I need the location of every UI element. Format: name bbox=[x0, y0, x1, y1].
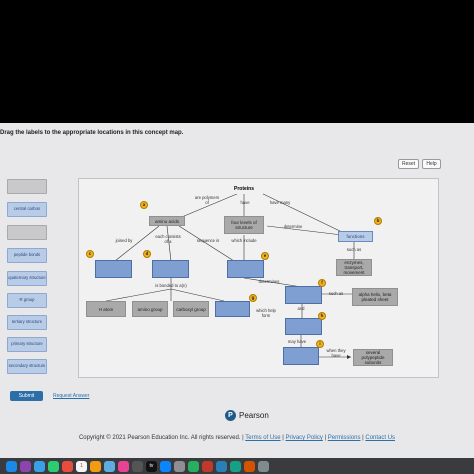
link-such-as-2: such as bbox=[328, 291, 344, 296]
node-h-atom: H atom bbox=[86, 301, 126, 317]
node-enzymes-transport-movement: enzymes, transport, movement bbox=[336, 259, 372, 276]
badge-c: c bbox=[86, 250, 94, 258]
link-sequence-is: sequence is bbox=[196, 238, 220, 243]
label-peptide-bonds[interactable]: peptide bonds bbox=[7, 248, 47, 263]
news-icon[interactable] bbox=[202, 460, 213, 472]
privacy-link[interactable]: Privacy Policy bbox=[285, 435, 323, 441]
word-icon[interactable] bbox=[216, 460, 227, 472]
contact-link[interactable]: Contact Us bbox=[365, 435, 396, 441]
powerpoint-icon[interactable] bbox=[244, 460, 255, 472]
notes-icon[interactable] bbox=[90, 460, 101, 472]
link-when-they-have: when they have bbox=[326, 348, 346, 358]
badge-d: d bbox=[143, 250, 151, 258]
label-r-group[interactable]: R group bbox=[7, 293, 47, 308]
request-answer-link[interactable]: Request Answer bbox=[53, 393, 90, 399]
terms-link[interactable]: Terms of Use bbox=[245, 435, 281, 441]
excel-icon[interactable] bbox=[230, 460, 241, 472]
submit-button[interactable]: Submit bbox=[10, 391, 43, 401]
link-is-bonded-to: is bonded to a(n) bbox=[155, 283, 187, 288]
link-determines: determines bbox=[258, 279, 280, 284]
link-determine: determine bbox=[283, 224, 303, 229]
label-primary-structure[interactable]: primary structure bbox=[7, 337, 47, 352]
node-several-polypeptide-subunits: several polypeptide subunits bbox=[353, 349, 393, 366]
settings-icon[interactable] bbox=[174, 460, 185, 472]
badge-i: i bbox=[316, 340, 324, 348]
launchpad-icon[interactable] bbox=[20, 460, 31, 472]
facetime-icon[interactable] bbox=[188, 460, 199, 472]
label-quaternary-structure[interactable]: quaternary structure bbox=[7, 271, 47, 286]
instruction-text: Drag the labels to the appropriate locat… bbox=[0, 130, 184, 136]
drop-target-d[interactable] bbox=[152, 260, 189, 278]
footer-copyright: Copyright © 2021 Pearson Education Inc. … bbox=[78, 435, 241, 441]
drop-target-f[interactable] bbox=[285, 286, 322, 304]
node-amino-group: amino group bbox=[132, 301, 168, 317]
drop-target-e[interactable] bbox=[227, 260, 264, 278]
badge-b: b bbox=[374, 217, 382, 225]
label-secondary-structure[interactable]: secondary structure bbox=[7, 359, 47, 374]
badge-f: f bbox=[318, 279, 326, 287]
badge-g: g bbox=[249, 294, 257, 302]
macos-dock: 1 tv bbox=[0, 458, 474, 474]
label-central-carbon[interactable]: central carbon bbox=[7, 202, 47, 217]
link-have: have bbox=[240, 200, 250, 205]
link-may-have: may have bbox=[287, 339, 307, 344]
drop-target-h[interactable] bbox=[285, 318, 322, 335]
link-have-many: have many bbox=[269, 200, 291, 205]
node-amino-acids: amino acids bbox=[149, 216, 185, 226]
node-alpha-helix-beta-pleated-sheet: alpha helix, beta pleated sheet bbox=[352, 288, 398, 306]
link-which-help-form: which help form bbox=[256, 308, 276, 318]
node-functions: functions bbox=[338, 231, 373, 242]
link-are-polymers-of: are polymers of bbox=[194, 195, 220, 205]
label-slot-empty[interactable] bbox=[7, 225, 47, 240]
badge-a: a bbox=[140, 201, 148, 209]
footer: Copyright © 2021 Pearson Education Inc. … bbox=[78, 435, 396, 441]
permissions-link[interactable]: Permissions bbox=[327, 435, 361, 441]
finder-icon[interactable] bbox=[6, 460, 17, 472]
app-screen: Drag the labels to the appropriate locat… bbox=[0, 123, 474, 458]
drop-target-c[interactable] bbox=[95, 260, 132, 278]
help-button[interactable]: Help bbox=[422, 159, 441, 169]
drop-target-g[interactable] bbox=[215, 301, 250, 317]
label-slot-empty[interactable] bbox=[7, 179, 47, 194]
music-icon[interactable] bbox=[118, 460, 129, 472]
pearson-logo: P Pearson bbox=[225, 410, 269, 421]
link-and: and bbox=[297, 306, 305, 311]
link-such-as-1: such as bbox=[346, 247, 362, 252]
calendar-icon[interactable]: 1 bbox=[76, 460, 87, 472]
trash-icon[interactable] bbox=[258, 460, 269, 472]
app-store-icon[interactable] bbox=[160, 460, 171, 472]
pearson-wordmark: Pearson bbox=[239, 411, 269, 420]
pearson-p-icon: P bbox=[225, 410, 236, 421]
node-proteins: Proteins bbox=[225, 185, 263, 194]
badge-h: h bbox=[318, 312, 326, 320]
photos-icon[interactable] bbox=[62, 460, 73, 472]
drop-target-i[interactable] bbox=[283, 347, 319, 365]
maps-icon[interactable] bbox=[104, 460, 115, 472]
tv-icon[interactable]: tv bbox=[146, 460, 157, 472]
link-each-consists-of-a: each consists of a bbox=[155, 234, 181, 244]
node-four-levels-of-structure: four levels of structure bbox=[224, 216, 264, 234]
concept-map: Proteins are polymers of have have many … bbox=[78, 178, 439, 378]
label-tertiary-structure[interactable]: tertiary structure bbox=[7, 315, 47, 330]
link-which-include: which include bbox=[231, 238, 257, 243]
reset-button[interactable]: Reset bbox=[398, 159, 419, 169]
badge-e: e bbox=[261, 252, 269, 260]
link-joined-by: joined by bbox=[115, 238, 133, 243]
podcasts-icon[interactable] bbox=[132, 460, 143, 472]
node-carboxyl-group: carboxyl group bbox=[173, 301, 209, 317]
safari-icon[interactable] bbox=[34, 460, 45, 472]
messages-icon[interactable] bbox=[48, 460, 59, 472]
